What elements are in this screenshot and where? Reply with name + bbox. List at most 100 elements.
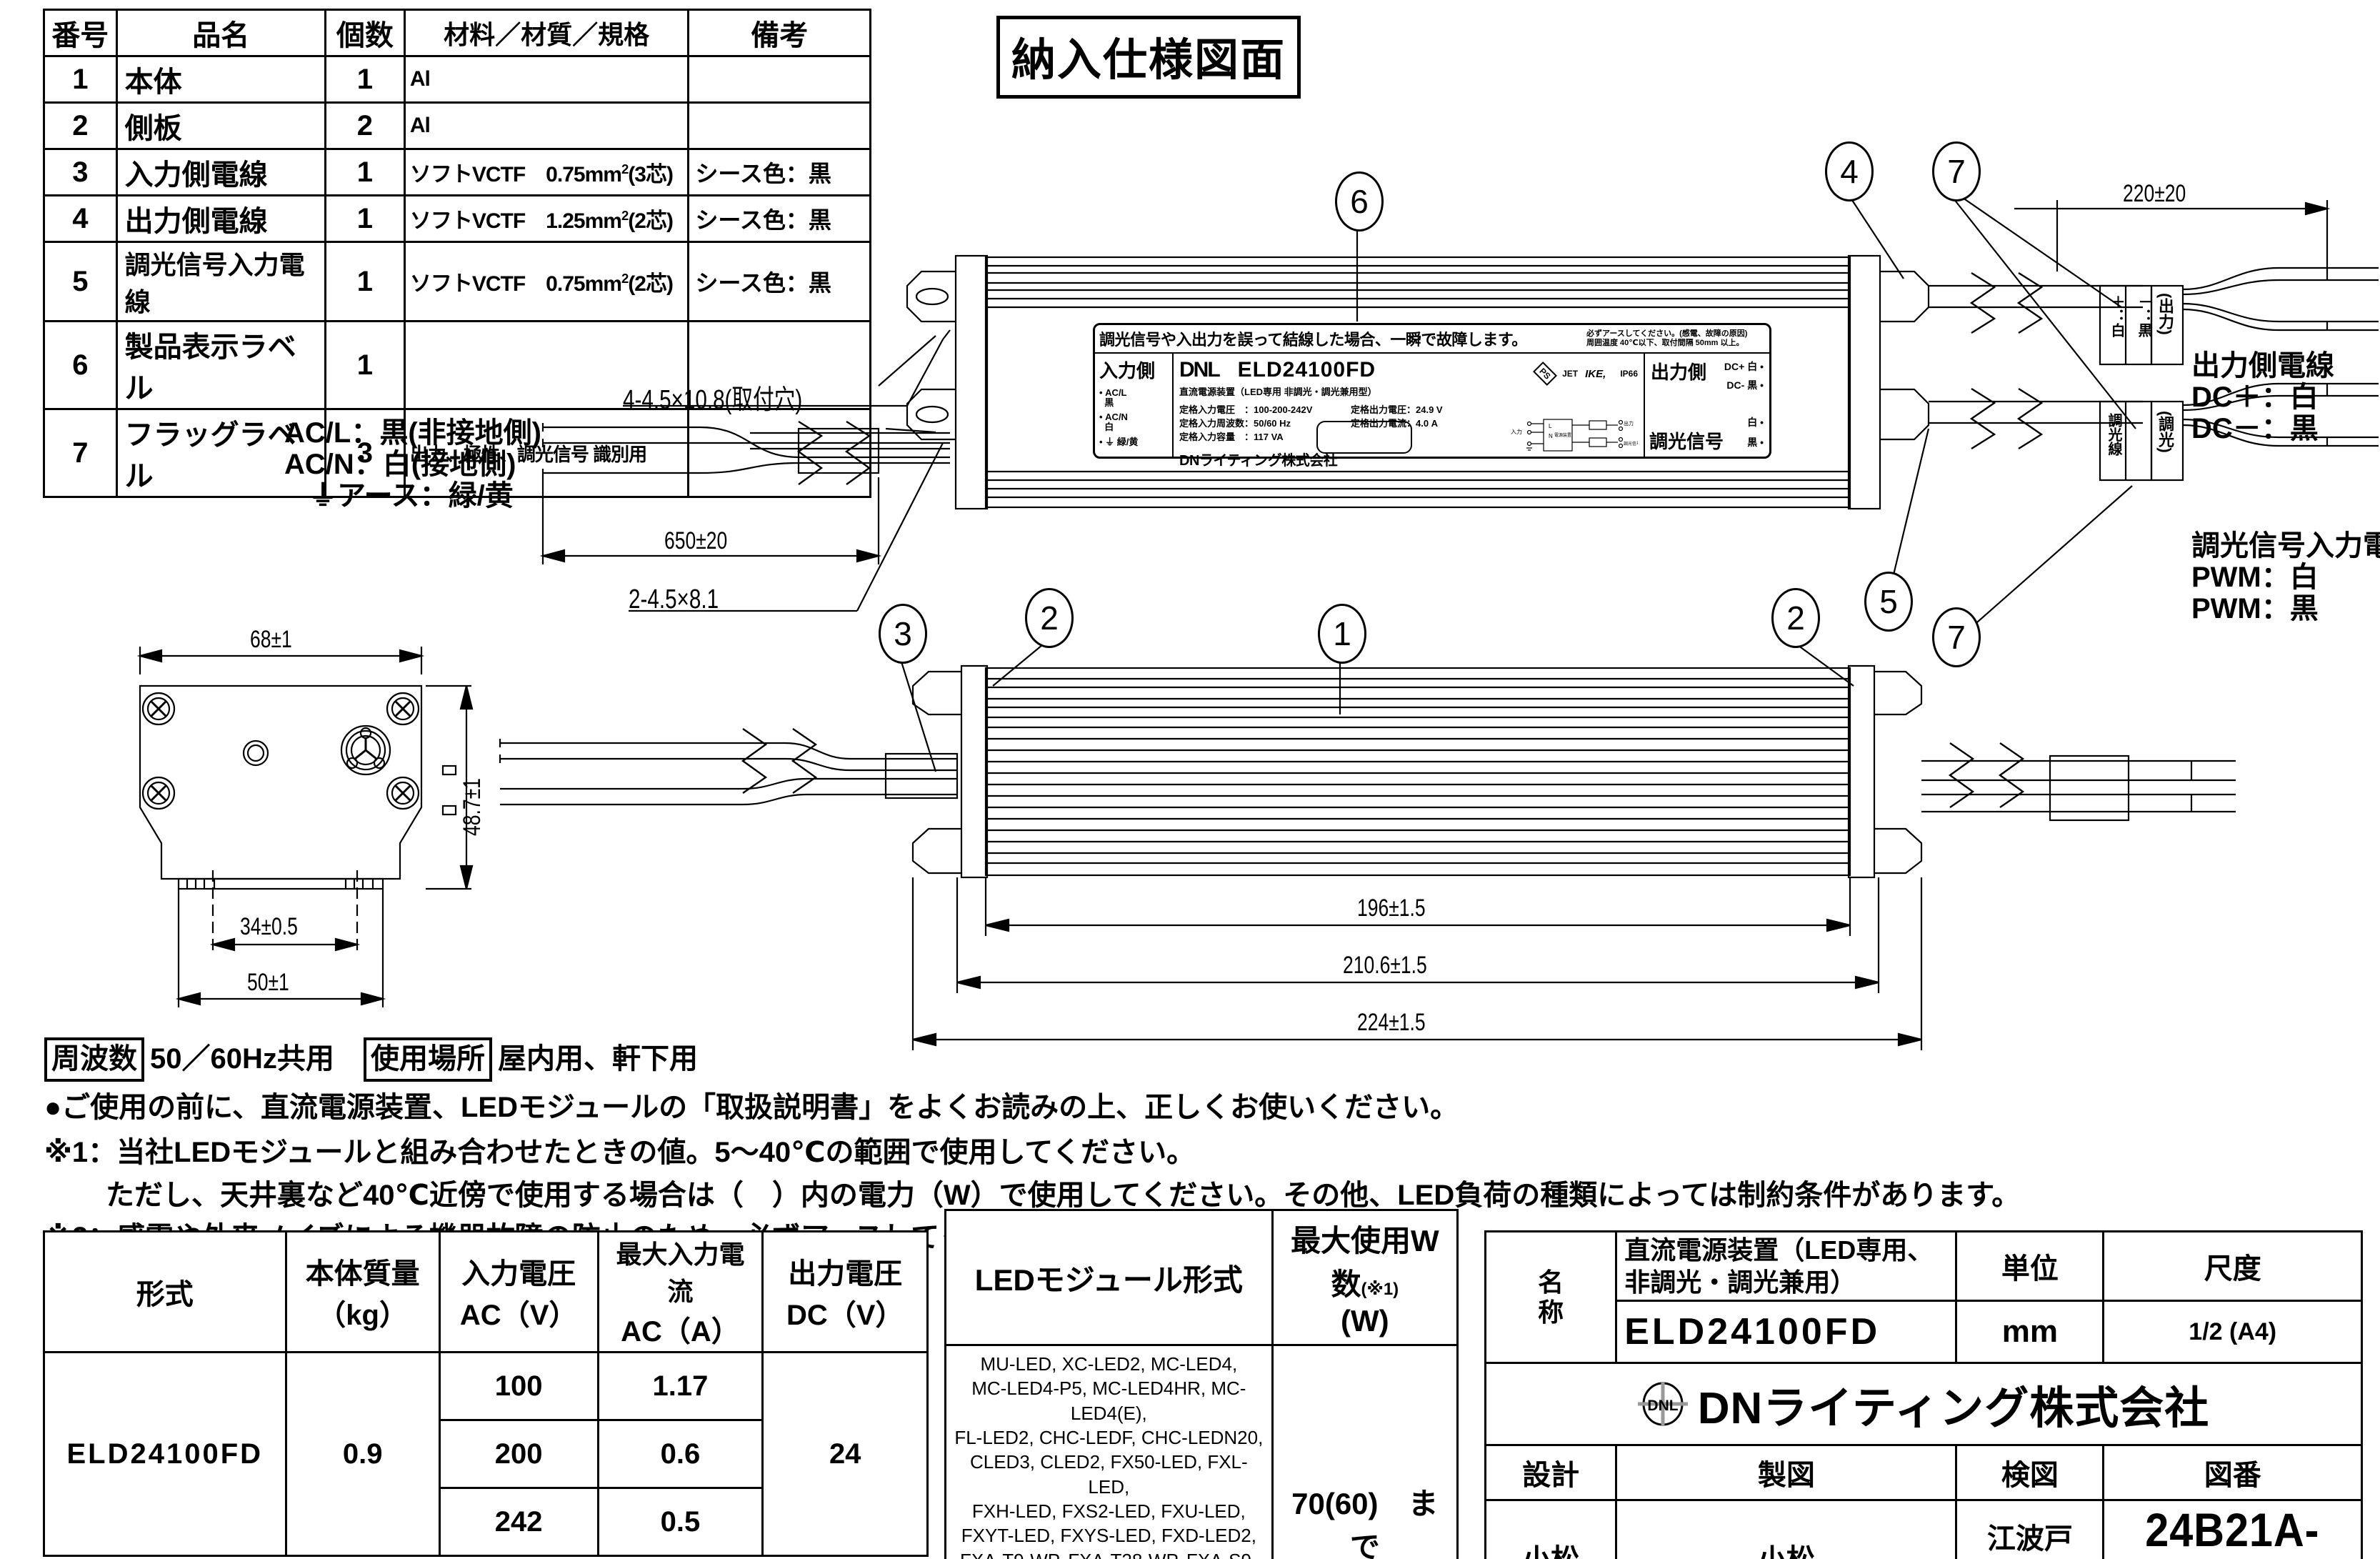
label-pin-acl: • AC/L 黒 xyxy=(1099,387,1127,408)
label-warning-main: 調光信号や入出力を誤って結線した場合、一瞬で故障します。 xyxy=(1099,331,1527,349)
table-row: 2 側板 2 Al xyxy=(43,101,871,150)
title-block: 名 称 直流電源装置（LED専用、非調光・調光兼用） 単位 尺度 ELD2410… xyxy=(1484,1230,2363,1559)
flag-polarity-white: ＋：白 xyxy=(2109,294,2124,337)
title-draft-label: 製図 xyxy=(1615,1444,1958,1501)
flag-output: (出力) xyxy=(2156,293,2174,335)
led-max-watt: 70(60) まで xyxy=(1271,1343,1459,1559)
parts-cell-material: Al xyxy=(403,55,690,104)
title-block-sign-row: 小松 小松 江波戸 小松 24B21A-1KK xyxy=(1484,1499,2363,1559)
callout-6: 6 xyxy=(1335,171,1384,231)
spec-iin-1: 1.17 xyxy=(596,1351,764,1421)
place-label: 使用場所 xyxy=(364,1037,492,1082)
title-block-model-row: ELD24100FD mm 1/2 (A4) xyxy=(1486,1300,2363,1364)
table-row: 6 製品表示ラベル 1 xyxy=(43,320,871,410)
title-company-cell: DNL DNライティング株式会社 xyxy=(1484,1362,2363,1446)
spec-header-mass: 本体質量（kg） xyxy=(284,1230,441,1353)
label-output-side: 出力側 DC+ 白 • DC- 黒 • 調光信号 白 • 黒 • xyxy=(1644,354,1769,458)
parts-cell-qty: 1 xyxy=(324,241,406,322)
parts-cell-remark xyxy=(687,101,871,150)
spec-iin-2: 0.6 xyxy=(596,1419,764,1489)
title-dwgno-value: 24B21A-1KK xyxy=(2102,1499,2363,1559)
parts-cell-name: 調光信号入力電線 xyxy=(115,241,326,322)
table-row: 5 調光信号入力電線 1 ソフトVCTF 0.75mm2(2芯) シース色：黒 xyxy=(43,241,871,322)
parts-cell-name: 側板 xyxy=(115,101,326,150)
dim-output-wire-length: 220±20 xyxy=(2123,180,2186,207)
parts-cell-material: ソフトVCTF 0.75mm2(3芯) xyxy=(403,148,690,196)
parts-cell-material: Al xyxy=(403,101,690,150)
parts-list-header-row: 番号 品名 個数 材料／材質／規格 備考 xyxy=(43,9,871,57)
parts-cell-qty: 1 xyxy=(324,148,406,196)
svg-text:出力: 出力 xyxy=(1624,420,1634,427)
flag-dimming: (調光) xyxy=(2156,411,2174,453)
svg-text:調光信号: 調光信号 xyxy=(1624,441,1638,447)
led-module-table: LEDモジュール形式 最大使用W数(※1) (W) MU-LED, XC-LED… xyxy=(944,1209,1459,1559)
led-header-modules: LEDモジュール形式 xyxy=(944,1209,1274,1346)
parts-cell-qty: 1 xyxy=(324,55,406,104)
parts-cell-material: 出力、極性、調光信号 識別用 xyxy=(403,408,690,498)
label-spec-iout: 定格出力電流：4.0 A xyxy=(1351,417,1439,429)
parts-cell-name: 出力側電線 xyxy=(115,194,326,243)
parts-cell-no: 7 xyxy=(43,408,118,498)
wire-label-ac-n: AC/N：白(接地側) xyxy=(284,449,516,480)
led-header-row: LEDモジュール形式 最大使用W数(※1) (W) xyxy=(944,1209,1459,1346)
led-module-list: MU-LED, XC-LED2, MC-LED4, MC-LED4-P5, MC… xyxy=(944,1343,1274,1559)
dim-body-196: 196±1.5 xyxy=(1357,895,1426,922)
wire-label-dim-title: 調光信号入力電線 xyxy=(2191,530,2380,562)
title-company-name: DNライティング株式会社 xyxy=(1697,1384,2210,1433)
label-output-title: 出力側 xyxy=(1651,362,1707,383)
wire-label-ac-l: AC/L：黒(非接地側) xyxy=(284,417,541,449)
parts-cell-name: 本体 xyxy=(115,55,326,104)
wire-label-dc-minus: DC－：黒 xyxy=(2191,413,2319,444)
label-circuit-diagram: 入力 L N 電源装置 出力 調光信号 xyxy=(1511,419,1638,452)
parts-cell-no: 1 xyxy=(43,55,118,104)
parts-header-material: 材料／材質／規格 xyxy=(403,9,690,57)
title-block-name-row: 名 称 直流電源装置（LED専用、非調光・調光兼用） 単位 尺度 xyxy=(1484,1230,2363,1364)
label-pin-earth: • ⏚ 緑/黄 xyxy=(1099,436,1139,447)
table-row: 1 本体 1 Al xyxy=(43,55,871,104)
dnl-logo-icon: DNL xyxy=(1637,1382,1688,1426)
freq-value: 50／60Hz共用 xyxy=(150,1043,334,1075)
dim-input-wire-length: 650±20 xyxy=(664,527,728,554)
flag-dim-wire: 調光線 xyxy=(2106,413,2121,456)
parts-cell-remark xyxy=(687,55,871,104)
spec-model: ELD24100FD xyxy=(43,1351,287,1557)
place-value: 屋内用、軒下用 xyxy=(498,1043,698,1075)
label-blank-box xyxy=(1316,421,1412,454)
parts-cell-qty: 1 xyxy=(324,320,406,410)
spec-vin-2: 200 xyxy=(438,1419,599,1489)
title-model: ELD24100FD xyxy=(1615,1300,1958,1364)
title-block-company-row: DNL DNライティング株式会社 xyxy=(1484,1362,2363,1446)
earth-icon: ⏚ xyxy=(309,480,337,512)
callout-1: 1 xyxy=(1318,604,1366,664)
parts-cell-qty: 3 xyxy=(324,408,406,498)
note-bullet: ●ご使用の前に、直流電源装置、LEDモジュールの「取扱説明書」をよくお読みの上、… xyxy=(44,1091,1459,1123)
parts-cell-remark: シース色：黒 xyxy=(687,194,871,243)
parts-cell-qty: 2 xyxy=(324,101,406,150)
parts-header-name: 品名 xyxy=(115,9,326,57)
wire-label-pwm-white: PWM：白 xyxy=(2191,562,2319,593)
label-pin-dim-b: 黒 • xyxy=(1747,437,1764,448)
parts-cell-no: 2 xyxy=(43,101,118,150)
spec-iin-3: 0.5 xyxy=(596,1487,764,1557)
label-main-area: DNL ELD24100FD PS JET IKE, IP66 直流電源装置（L… xyxy=(1174,354,1644,469)
parts-header-no: 番号 xyxy=(43,9,118,57)
spec-vin-3: 242 xyxy=(438,1487,599,1557)
title-unit-label: 単位 xyxy=(1955,1230,2105,1302)
parts-cell-no: 5 xyxy=(43,241,118,322)
title-block-sign-header-row: 設計 製図 検図 図番 xyxy=(1484,1444,2363,1501)
title-product-name: 直流電源装置（LED専用、非調光・調光兼用） xyxy=(1615,1230,1958,1302)
spec-vin-1: 100 xyxy=(438,1351,599,1421)
label-warning-sub: 必ずアースしてください。(感電、故障の原因) 周囲温度 40℃以下、取付間隔 5… xyxy=(1586,329,1748,347)
callout-7-bottom: 7 xyxy=(1932,607,1981,667)
parts-cell-name: 入力側電線 xyxy=(115,148,326,196)
drawing-title: 納入仕様図面 xyxy=(996,16,1301,99)
dim-body-224: 224±1.5 xyxy=(1357,1009,1426,1036)
callout-4: 4 xyxy=(1825,141,1874,201)
title-check-label: 検図 xyxy=(1955,1444,2105,1501)
label-warning-bar: 調光信号や入出力を誤って結線した場合、一瞬で故障します。 必ずアースしてください… xyxy=(1095,325,1769,354)
parts-cell-remark: シース色：黒 xyxy=(687,148,871,196)
svg-text:N: N xyxy=(1549,433,1553,439)
callout-3: 3 xyxy=(879,604,927,664)
jet-mark: JET xyxy=(1562,369,1579,379)
